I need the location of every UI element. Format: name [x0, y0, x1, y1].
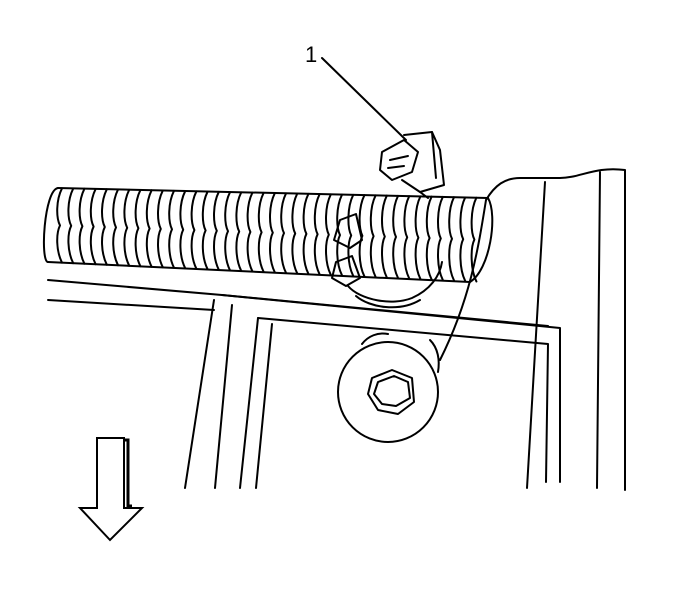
conduit-rib [291, 192, 299, 275]
conduit-rib [313, 193, 321, 276]
conduit-rib [201, 190, 209, 271]
conduit-rib [470, 196, 478, 283]
harness-clip [331, 131, 445, 309]
conduit-rib [213, 190, 220, 271]
conduit-ribs [56, 187, 478, 283]
conduit-rib [459, 196, 467, 282]
callout-leader-line [321, 57, 407, 141]
conduit-rib [112, 188, 119, 267]
arrow-down-icon [77, 437, 145, 542]
conduit-rib [414, 195, 422, 280]
conduit-rib [78, 187, 86, 265]
bolt-fastener [337, 332, 440, 443]
conduit-rib [403, 195, 411, 280]
conduit-rib [347, 193, 355, 277]
conduit-rib [257, 191, 265, 273]
conduit-rib [381, 194, 388, 279]
conduit-rib [134, 189, 142, 268]
conduit-rib [123, 188, 131, 267]
hex-bolt-head [367, 369, 415, 415]
conduit-rib [358, 194, 366, 278]
conduit-rib [190, 190, 198, 270]
conduit-rib [425, 195, 433, 281]
callout-label-1: 1 [305, 42, 317, 67]
conduit-rib [101, 188, 108, 266]
conduit-rib [179, 190, 187, 270]
conduit-rib [145, 189, 153, 268]
conduit-rib [336, 193, 343, 277]
corrugated-conduit [42, 187, 494, 283]
conduit-rib [157, 189, 164, 269]
body-panel [439, 168, 626, 491]
conduit-rib [235, 191, 243, 272]
conduit-rib [56, 187, 63, 264]
conduit-rib [67, 187, 75, 265]
conduit-rib [369, 194, 377, 278]
conduit-rib [168, 189, 175, 269]
conduit-rib [269, 192, 276, 274]
conduit-rib [392, 194, 399, 279]
mounting-bracket [214, 294, 561, 489]
conduit-rib [280, 192, 287, 274]
washer [337, 341, 439, 443]
conduit-rib [246, 191, 254, 273]
conduit-rib [448, 196, 455, 282]
conduit-rib [437, 195, 444, 281]
conduit-rib [302, 192, 310, 275]
conduit-rib [325, 193, 332, 276]
conduit-rib [224, 191, 231, 272]
conduit-rib [89, 188, 97, 266]
